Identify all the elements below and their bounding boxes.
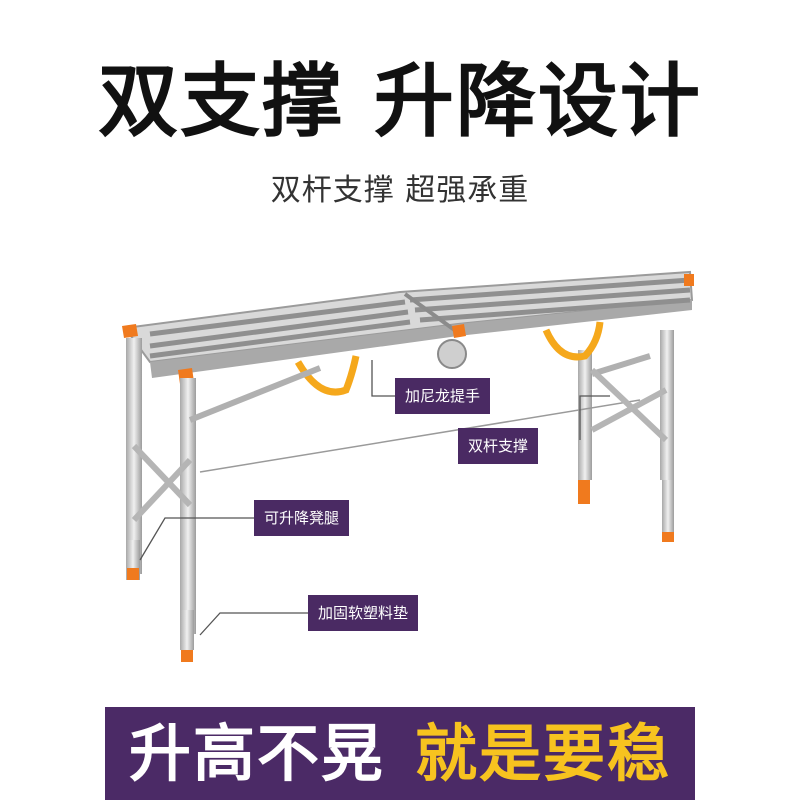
callout-handle: 加尼龙提手 [395,378,491,414]
callout-lines [139,360,610,636]
folding-platform-illustration [122,270,694,662]
hinge [437,339,467,369]
support-rods [188,353,669,473]
handle-strap-right [542,321,604,361]
bottom-banner: 升高不晃 就是要稳 [105,707,695,800]
platform-deck [122,270,694,384]
handle-strap-left [294,355,360,396]
subline: 双杆支撑 超强承重 [270,173,530,208]
product-photo: 加尼龙提手 双杆支撑 可升降凳腿 加固软塑料垫 [0,250,800,690]
banner-part2: 就是要稳 [415,716,672,790]
banner-part1: 升高不晃 [128,716,385,790]
headline: 双支撑 升降设计 [98,55,702,148]
callout-pad: 加固软塑料垫 [308,595,419,631]
back-legs [578,330,674,542]
callout-double-rod: 双杆支撑 [458,428,539,464]
front-legs [126,338,196,662]
callout-leg: 可升降凳腿 [254,500,350,536]
